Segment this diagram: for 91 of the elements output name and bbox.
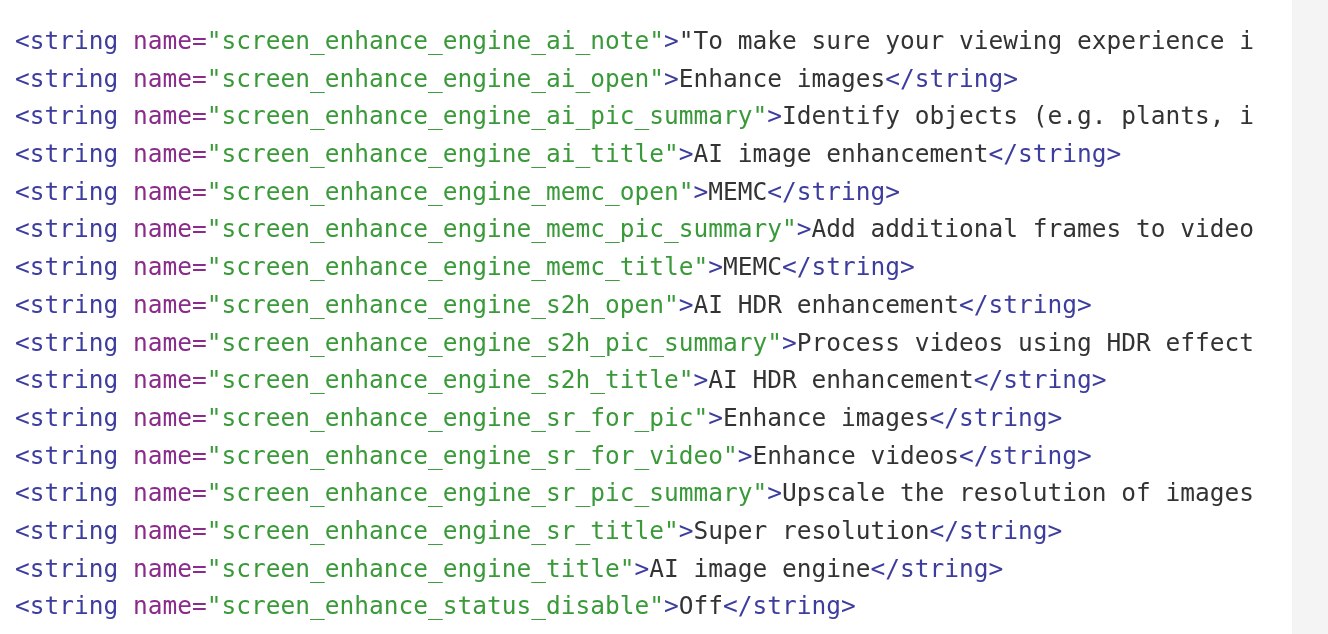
xml-tag: >	[664, 63, 679, 93]
attribute-value: "screen_enhance_engine_memc_open"	[206, 176, 694, 206]
xml-tag: >	[634, 553, 650, 583]
string-text: Enhance images	[678, 63, 886, 93]
string-text: AI image enhancement	[693, 139, 989, 169]
attribute-name: name=	[133, 101, 207, 131]
xml-tag: >	[767, 478, 783, 508]
xml-tag: >	[708, 402, 724, 432]
xml-tag: >	[678, 515, 694, 545]
attribute-name: name=	[133, 63, 207, 93]
attribute-value: "screen_enhance_engine_memc_title"	[206, 252, 709, 282]
string-text: AI HDR enhancement	[693, 289, 960, 319]
attribute-value: "screen_enhance_engine_ai_open"	[206, 63, 665, 93]
attribute-name: name=	[133, 515, 207, 545]
attribute-name: name=	[133, 252, 207, 282]
xml-tag: <string	[15, 176, 119, 206]
attribute-name: name=	[133, 327, 207, 357]
string-text: MEMC	[708, 176, 768, 206]
xml-tag: <string	[15, 26, 119, 55]
attribute-value: "screen_enhance_engine_ai_note"	[206, 26, 665, 55]
attribute-name: name=	[133, 26, 207, 55]
string-text: Process videos using HDR effect	[796, 327, 1255, 357]
attribute-value: "screen_enhance_engine_memc_pic_summary"	[206, 214, 797, 244]
attribute-name: name=	[133, 365, 207, 395]
attribute-value: "screen_enhance_engine_s2h_pic_summary"	[206, 327, 783, 357]
xml-tag: <string	[15, 252, 119, 282]
xml-tag: </string>	[929, 402, 1063, 432]
attribute-value: "screen_enhance_status_disable"	[206, 591, 665, 621]
xml-tag: <string	[15, 289, 119, 319]
xml-tag: <string	[15, 478, 119, 508]
attribute-value: "screen_enhance_engine_sr_pic_summary"	[206, 478, 768, 508]
xml-tag: >	[693, 365, 709, 395]
attribute-name: name=	[133, 214, 207, 244]
xml-tag: <string	[15, 591, 119, 621]
xml-tag: <string	[15, 365, 119, 395]
attribute-name: name=	[133, 478, 207, 508]
xml-tag: </string>	[885, 63, 1019, 93]
xml-tag: <string	[15, 214, 119, 244]
xml-tag: </string>	[973, 365, 1107, 395]
attribute-value: "screen_enhance_engine_sr_for_video"	[206, 440, 738, 470]
string-text: Add additional frames to video	[811, 214, 1255, 244]
attribute-name: name=	[133, 553, 207, 583]
xml-tag: </string>	[929, 515, 1063, 545]
xml-tag: >	[664, 591, 679, 621]
attribute-value: "screen_enhance_engine_sr_for_pic"	[206, 402, 709, 432]
xml-tag: <string	[15, 553, 119, 583]
string-text: Identify objects (e.g. plants, i	[782, 101, 1255, 131]
xml-tag: >	[737, 440, 753, 470]
attribute-name: name=	[133, 176, 207, 206]
xml-tag: >	[796, 214, 812, 244]
string-text: Enhance images	[723, 402, 930, 432]
xml-tag: >	[664, 26, 679, 55]
xml-tag: </string>	[723, 591, 856, 621]
xml-tag: </string>	[959, 440, 1092, 470]
attribute-value: "screen_enhance_engine_s2h_open"	[206, 289, 679, 319]
attribute-name: name=	[133, 402, 207, 432]
xml-tag: </string>	[870, 553, 1004, 583]
attribute-name: name=	[133, 440, 207, 470]
string-text: AI HDR enhancement	[708, 365, 974, 395]
string-text: Super resolution	[693, 515, 930, 545]
string-text: Off	[678, 591, 724, 621]
string-text: AI image engine	[649, 553, 871, 583]
xml-tag: </string>	[959, 289, 1092, 319]
xml-tag: >	[767, 101, 783, 131]
string-text: Upscale the resolution of images	[782, 478, 1255, 508]
attribute-value: "screen_enhance_engine_sr_title"	[206, 515, 679, 545]
xml-tag: </string>	[767, 176, 901, 206]
xml-tag: </string>	[988, 139, 1122, 169]
xml-tag: >	[678, 139, 694, 169]
attribute-name: name=	[133, 289, 207, 319]
attribute-value: "screen_enhance_engine_title"	[206, 553, 635, 583]
string-text: Enhance videos	[752, 440, 960, 470]
xml-tag: >	[678, 289, 694, 319]
attribute-value: "screen_enhance_engine_ai_pic_summary"	[206, 101, 768, 131]
xml-tag: >	[693, 176, 709, 206]
xml-tag: <string	[15, 139, 119, 169]
string-text: MEMC	[723, 252, 783, 282]
attribute-name: name=	[133, 139, 207, 169]
xml-tag: >	[782, 327, 797, 357]
attribute-name: name=	[133, 591, 207, 621]
xml-tag: </string>	[782, 252, 915, 282]
xml-tag: <string	[15, 402, 119, 432]
xml-tag: >	[708, 252, 724, 282]
xml-tag: <string	[15, 440, 119, 470]
xml-tag: <string	[15, 101, 119, 131]
xml-tag: <string	[15, 515, 119, 545]
xml-tag: <string	[15, 327, 119, 357]
string-text: "To make sure your viewing experience i	[678, 26, 1255, 55]
xml-tag: <string	[15, 63, 119, 93]
attribute-value: "screen_enhance_engine_s2h_title"	[206, 365, 694, 395]
attribute-value: "screen_enhance_engine_ai_title"	[206, 139, 679, 169]
